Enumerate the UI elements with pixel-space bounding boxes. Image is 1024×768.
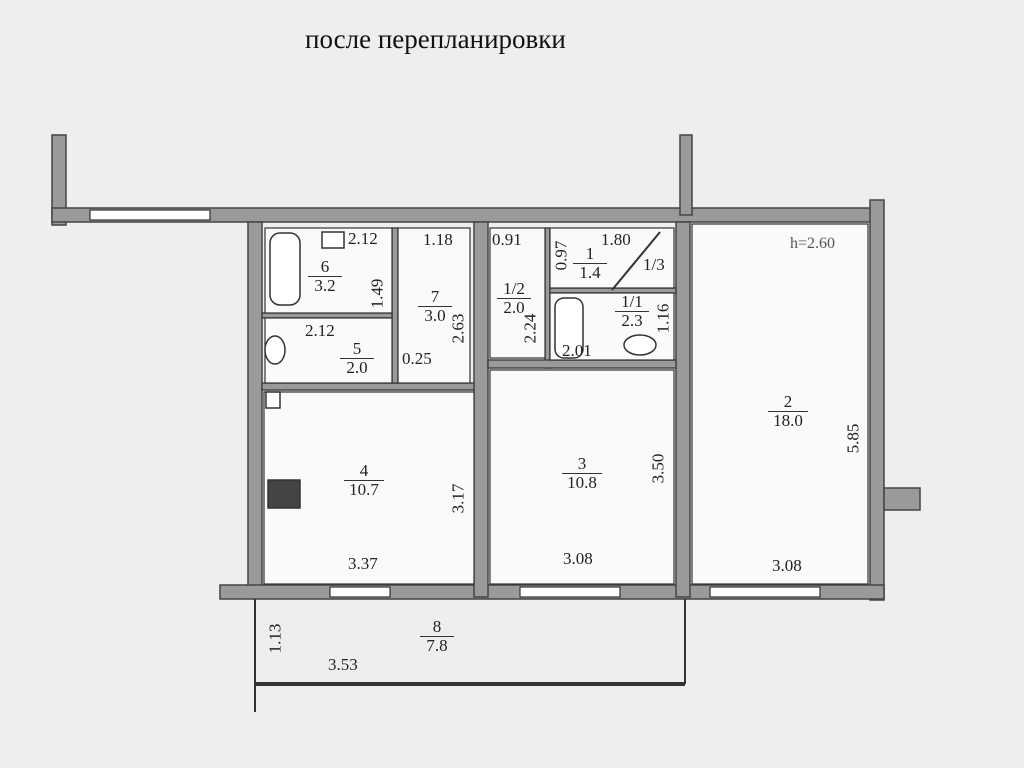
plan-title: после перепланировки [305, 24, 566, 54]
toilet-icon [623, 334, 657, 356]
bathtub-icon [554, 297, 584, 359]
wall [247, 221, 263, 598]
wall [679, 134, 693, 216]
sink-icon [321, 231, 345, 249]
wall [675, 221, 691, 598]
dimension-label: 1.80 [601, 230, 631, 249]
dimension-label: 3.50 [648, 453, 668, 484]
dimension-label: 1.16 [653, 303, 673, 334]
wall [544, 227, 551, 369]
room-1 [549, 227, 675, 289]
dimension-label: 2.24 [520, 313, 540, 344]
stove-icon [267, 479, 301, 509]
wall [869, 199, 885, 601]
room-7 [397, 227, 471, 384]
dimension-label: 0.25 [402, 349, 432, 368]
dimension-label: 2.01 [562, 341, 592, 360]
room-5 [264, 317, 393, 384]
dimension-label: 1.13 [265, 623, 285, 654]
ceiling-height: h=2.60 [790, 235, 836, 252]
dimension-label: 1.18 [423, 230, 453, 249]
dimension-label: 2.12 [348, 229, 378, 248]
wall [487, 359, 677, 369]
door-label: 1/3 [643, 255, 665, 274]
dimension-label: 2.12 [305, 321, 335, 340]
room-1-2 [489, 227, 546, 359]
dimension-label: 3.37 [348, 554, 378, 573]
wall [391, 227, 399, 384]
wall [261, 312, 393, 319]
dimension-label: 2.63 [448, 313, 468, 344]
dimension-label: 3.08 [563, 549, 593, 568]
dimension-label: 0.97 [551, 240, 571, 271]
dimension-label: 3.53 [328, 655, 358, 674]
room-3 [489, 369, 675, 585]
wall [473, 221, 489, 598]
dimension-label: 3.08 [772, 556, 802, 575]
dimension-label: 5.85 [843, 423, 863, 454]
wall [261, 382, 475, 391]
dimension-label: 1.49 [367, 278, 387, 309]
wall [51, 134, 67, 226]
washer-icon [264, 335, 286, 365]
bathtub-icon [269, 232, 301, 306]
wall [883, 487, 921, 511]
room-2 [691, 223, 869, 585]
dimension-label: 3.17 [448, 483, 468, 514]
balcony-8 [254, 599, 686, 712]
dimension-label: 0.91 [492, 230, 522, 249]
sink-icon [265, 391, 281, 409]
